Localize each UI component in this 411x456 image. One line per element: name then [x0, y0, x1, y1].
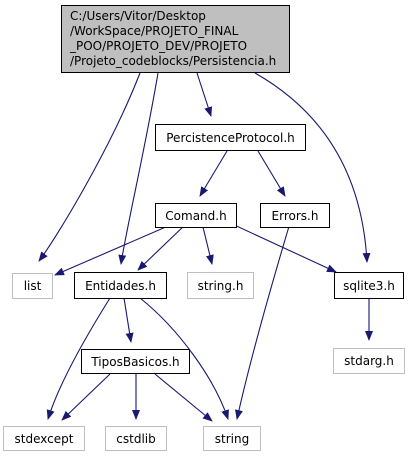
- node-tiposbasicos-h[interactable]: TiposBasicos.h: [81, 349, 190, 374]
- node-entidades-h[interactable]: Entidades.h: [74, 272, 167, 299]
- edge-tipos-to-stdexcept: [61, 373, 111, 421]
- edge-errors-to-string: [235, 222, 291, 420]
- edge-tipos-to-string: [154, 373, 213, 422]
- node-stdarg-h[interactable]: stdarg.h: [333, 348, 405, 374]
- root-line-3: _POO/PROJETO_DEV/PROJETO: [70, 39, 248, 53]
- node-stdexcept[interactable]: stdexcept: [3, 426, 85, 451]
- node-list[interactable]: list: [12, 273, 53, 299]
- edge-comand-to-string-h: [201, 222, 214, 265]
- node-comand-h[interactable]: Comand.h: [155, 203, 237, 228]
- node-string[interactable]: string: [203, 426, 261, 451]
- edge-entidades-to-string: [139, 297, 229, 420]
- edge-comand-to-list: [54, 222, 176, 276]
- edge-root-to-list: [38, 72, 141, 262]
- root-line-4: /Projeto_codeblocks/Persistencia.h: [70, 54, 277, 68]
- node-sqlite3-h[interactable]: sqlite3.h: [334, 272, 404, 299]
- node-string-h[interactable]: string.h: [187, 272, 254, 299]
- edge-protocol-to-comand: [199, 150, 228, 197]
- edge-entidades-to-stdexcept: [46, 297, 111, 420]
- node-percistenceprotocol-h[interactable]: PercistenceProtocol.h: [155, 124, 306, 151]
- edge-protocol-to-errors: [257, 150, 286, 197]
- root-line-2: /WorkSpace/PROJETO_FINAL: [70, 24, 239, 38]
- edge-root-to-sqlite3: [254, 72, 371, 263]
- node-errors-h[interactable]: Errors.h: [260, 203, 330, 228]
- root-line-1: C:/Users/Vitor/Desktop: [70, 9, 206, 23]
- node-cstdlib[interactable]: cstdlib: [105, 426, 167, 451]
- edge-comand-to-entidades: [137, 222, 188, 271]
- edge-root-to-percistenceprotocol: [196, 72, 213, 117]
- node-persistencia-h[interactable]: C:/Users/Vitor/Desktop /WorkSpace/PROJET…: [61, 5, 290, 73]
- edge-root-to-entidades: [118, 72, 159, 265]
- edge-entidades-to-tipos: [123, 297, 134, 343]
